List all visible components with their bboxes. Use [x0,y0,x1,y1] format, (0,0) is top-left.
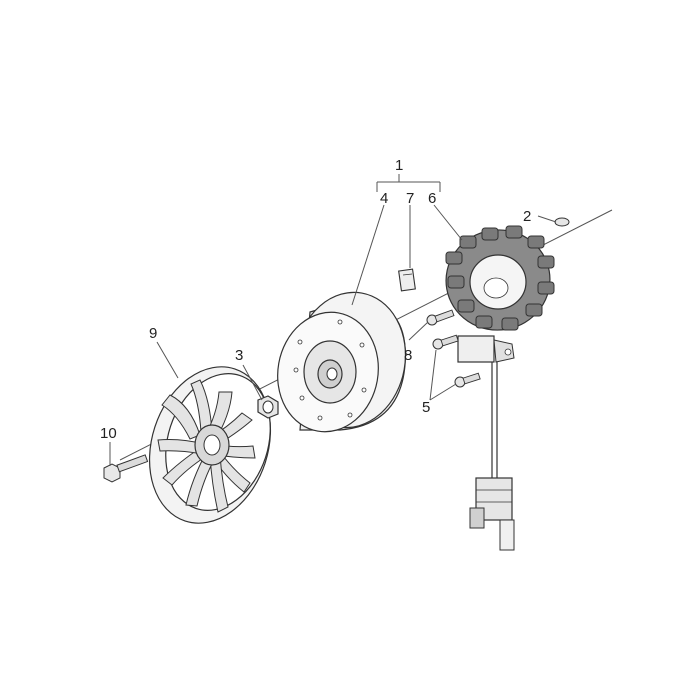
callout-3: 3 [235,347,243,364]
callout-4: 4 [380,190,388,207]
stator-screws [426,309,455,326]
connector [469,477,515,551]
pickup-screws [432,334,481,388]
callout-10: 10 [100,425,117,442]
callout-5: 5 [422,399,430,416]
flywheel-rotor [277,291,407,433]
wire-harness [491,362,498,478]
pin [554,217,570,227]
woodruff-key [398,268,416,292]
pickup-coil [457,335,515,363]
leader-lines [109,174,557,466]
fan-bolt [103,454,149,483]
callout-1: 1 [395,157,403,174]
callout-8: 8 [404,347,412,364]
flywheel-nut [257,395,279,419]
callout-7: 7 [406,190,414,207]
callout-6: 6 [428,190,436,207]
stator [445,225,555,331]
callout-9: 9 [149,325,157,342]
cooling-fan [148,366,272,524]
callout-2: 2 [523,208,531,225]
